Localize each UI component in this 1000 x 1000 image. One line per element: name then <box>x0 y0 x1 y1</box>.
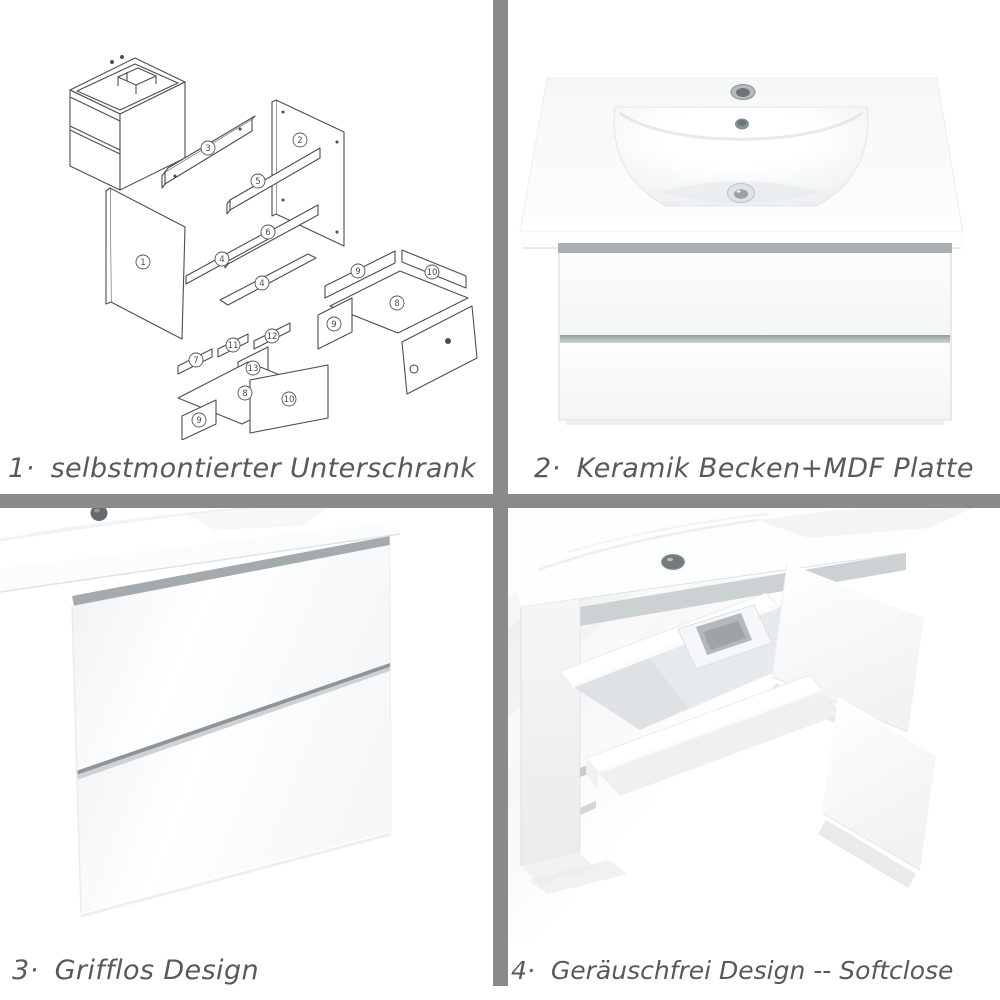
part-number: 9 <box>331 320 336 330</box>
caption-text: selbstmontierter Unterschrank <box>50 453 477 484</box>
caption-text: Keramik Becken+MDF Platte <box>576 453 974 484</box>
drawer-front-lower <box>77 671 391 913</box>
exploded-assembly-diagram: 1 2 3 5 6 4 4 9 10 8 9 7 11 12 13 8 10 9 <box>69 55 478 440</box>
caption-text: Grifflos Design <box>54 955 259 986</box>
grid-divider-horizontal <box>0 494 1000 508</box>
caption-3: 3· Grifflos Design <box>12 948 259 994</box>
part-number: 2 <box>297 136 302 146</box>
drawer-front-lower <box>558 343 952 420</box>
cabinet-body <box>558 243 952 425</box>
caption-number: 4· <box>511 956 535 985</box>
drawer-gap <box>76 663 390 775</box>
part-number: 10 <box>284 395 295 405</box>
drawer-front-upper <box>558 253 952 335</box>
part-number: 1 <box>140 258 145 268</box>
part-number: 6 <box>265 228 270 238</box>
caption-2: 2· Keramik Becken+MDF Platte <box>534 446 974 492</box>
cabinet-body <box>71 535 392 918</box>
ceramic-basin-top <box>519 77 964 249</box>
cabinet-parts <box>105 99 478 440</box>
part-number: 8 <box>242 389 247 399</box>
part-number: 9 <box>355 267 360 277</box>
part-number: 5 <box>255 177 260 187</box>
drawer-gap <box>558 335 952 343</box>
overflow-hole <box>735 118 749 130</box>
part-number: 8 <box>394 299 399 309</box>
open-drawers-photo <box>508 508 1000 940</box>
part-number: 3 <box>205 144 210 154</box>
part-number: 11 <box>228 341 239 351</box>
caption-number: 3· <box>12 955 39 986</box>
caption-text: Geräuschfrei Design -- Softclose <box>550 956 954 985</box>
caption-number: 2· <box>534 453 561 484</box>
grid-divider-vertical <box>493 0 508 986</box>
caption-1: 1· selbstmontierter Unterschrank <box>8 446 476 492</box>
part-number: 13 <box>248 364 259 374</box>
caption-number: 1· <box>8 453 35 484</box>
faucet-hole <box>730 84 756 100</box>
drawer-front-lower <box>822 698 936 870</box>
part-number: 10 <box>427 268 438 278</box>
assembled-cabinet <box>69 55 186 191</box>
drawer-front-upper <box>72 545 390 771</box>
part-number: 4 <box>259 279 264 289</box>
part-number-labels: 1 2 3 5 6 4 4 9 10 8 9 7 11 12 13 8 10 9 <box>135 132 440 428</box>
handleless-drawers-photo <box>0 500 401 918</box>
basin-surface <box>508 508 973 608</box>
part-number: 4 <box>219 255 224 265</box>
faucet-hole <box>90 505 108 521</box>
open-drawer-lower <box>585 674 937 888</box>
vanity-front-photo <box>519 77 964 425</box>
siphon-cutout <box>677 604 773 670</box>
slab-edge <box>0 518 401 593</box>
faucet-hole <box>661 554 685 570</box>
part-number: 7 <box>193 356 198 366</box>
part-number: 12 <box>267 332 278 342</box>
drain-hole <box>727 183 755 203</box>
part-number: 9 <box>196 416 201 426</box>
caption-4: 4· Geräuschfrei Design -- Softclose <box>511 948 953 994</box>
